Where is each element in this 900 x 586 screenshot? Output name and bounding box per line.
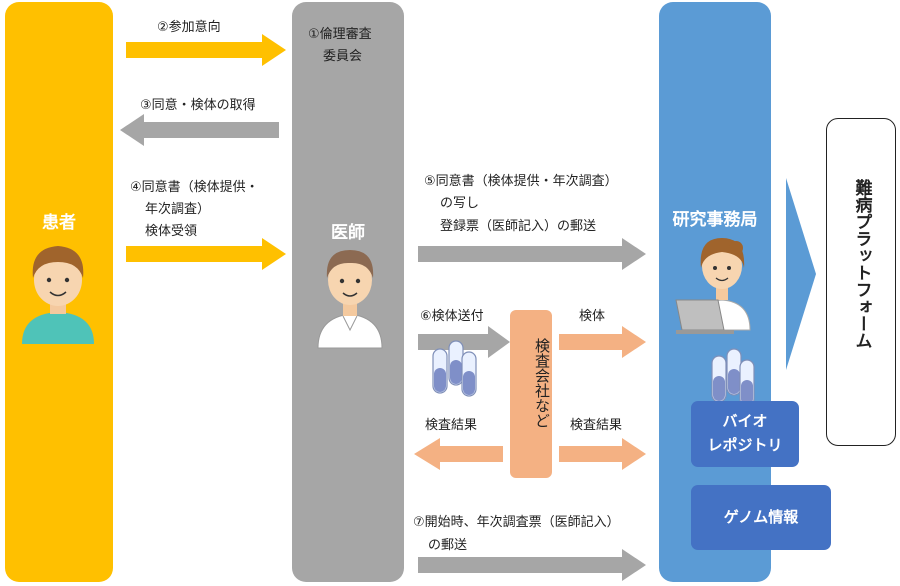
arrow-step2 (126, 34, 286, 66)
test-tubes-icon-office (711, 348, 755, 407)
lab-box: 検査会社など (510, 310, 552, 478)
arrow-step6 (418, 326, 510, 358)
arrow-lab-result-office (559, 438, 646, 470)
arrow-to-platform (786, 178, 816, 370)
biorepository-line1: バイオ (722, 412, 768, 430)
biorepository-box: バイオ レポジトリ (691, 401, 799, 467)
step5-label-line1: ⑤同意書（検体提供・年次調査） (424, 174, 618, 189)
step7-label-line1: ⑦開始時、年次調査票（医師記入） (413, 515, 620, 530)
arrow-step5 (418, 238, 646, 270)
office-label: 研究事務局 (672, 210, 758, 230)
step5-label-line3: 登録票（医師記入）の郵送 (440, 219, 597, 234)
lab-result-doctor-label: 検査結果 (425, 418, 478, 433)
biorepository-line2: レポジトリ (707, 436, 783, 454)
patient-person-icon (22, 246, 94, 344)
doctor-person-icon (317, 250, 383, 349)
step2-label: ②参加意向 (157, 20, 221, 35)
step5-label-line2: の写し (440, 196, 480, 211)
genome-box: ゲノム情報 (691, 485, 831, 550)
lab-label: 検査会社など (533, 338, 551, 428)
arrow-lab-sample (559, 326, 646, 358)
test-tubes-icon-doctor (432, 340, 477, 397)
office-worker-icon (675, 238, 751, 334)
arrow-step7 (418, 549, 646, 581)
step6-label: ⑥検体送付 (420, 309, 484, 324)
step4-label-line1: ④同意書（検体提供・ (130, 180, 259, 195)
doctor-label: 医師 (331, 223, 365, 243)
committee-label-line2: 委員会 (323, 49, 363, 64)
platform-label: 難病プラットフォーム (851, 179, 872, 349)
committee-label-line1: ①倫理審査 (308, 27, 372, 42)
step4-label-line3: 検体受領 (145, 224, 198, 239)
arrow-step4 (126, 238, 286, 270)
patient-label: 患者 (42, 213, 76, 233)
lab-sample-label: 検体 (579, 309, 606, 324)
lab-result-office-label: 検査結果 (570, 418, 623, 433)
step4-label-line2: 年次調査） (145, 202, 211, 217)
arrow-lab-result-doctor (414, 438, 503, 470)
step3-label: ③同意・検体の取得 (140, 98, 256, 113)
platform-box: 難病プラットフォーム (826, 118, 896, 446)
step7-label-line2: の郵送 (428, 538, 468, 553)
arrow-step3 (120, 114, 279, 146)
